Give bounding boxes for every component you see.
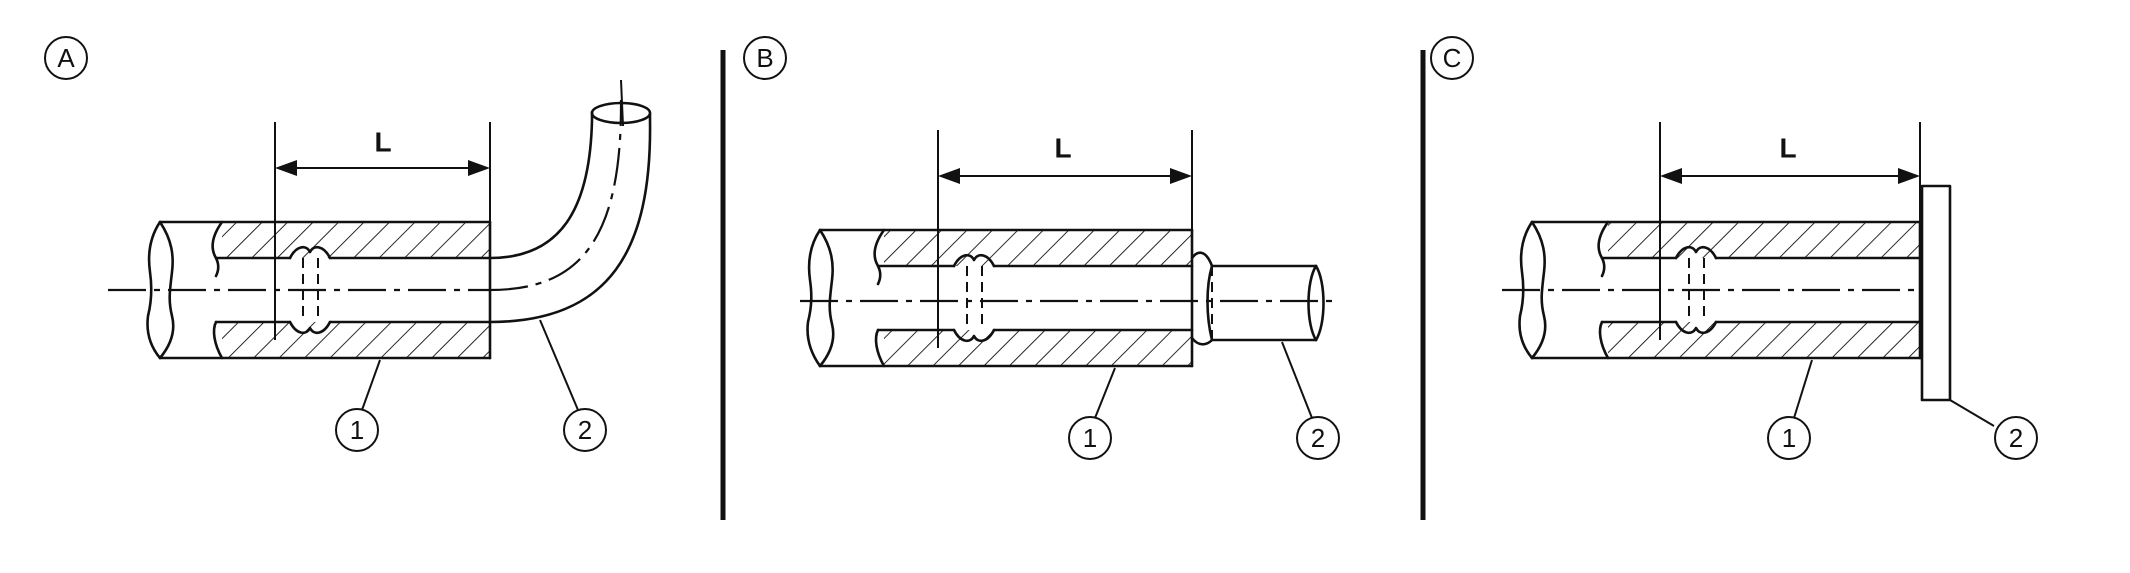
panel-a-bottom-wall xyxy=(222,322,490,358)
panel-c-bottom-wall xyxy=(1608,322,1920,358)
panel-a-callout-1: 1 xyxy=(350,415,364,445)
panel-a-top-wall xyxy=(222,222,490,258)
panel-a-callout-1-circle xyxy=(335,408,379,452)
panel-a-label-circle xyxy=(44,36,88,80)
panel-c-callout-1-circle xyxy=(1767,416,1811,460)
panel-a-label: A xyxy=(57,43,75,73)
panel-b-callout-2-circle xyxy=(1296,416,1340,460)
panel-b-top-wall xyxy=(884,230,1192,266)
panel-b-label-circle xyxy=(743,36,787,80)
panel-c-callout-2: 2 xyxy=(2009,423,2023,453)
panel-b: B L 1 2 xyxy=(743,36,1340,460)
panel-c: C L 1 2 xyxy=(1430,36,2038,460)
panel-b-bottom-wall xyxy=(884,330,1192,366)
panel-b-callout-1-circle xyxy=(1068,416,1112,460)
panel-b-inserted-rod xyxy=(1190,251,1214,268)
panel-a-bent-hose xyxy=(488,110,594,260)
panel-a-callout-2-circle xyxy=(563,408,607,452)
panel-a: A L xyxy=(44,36,652,452)
panel-a-callout-2: 2 xyxy=(578,415,592,445)
panel-b-callout-1: 1 xyxy=(1083,423,1097,453)
panel-b-dimension-label: L xyxy=(1054,133,1071,164)
panel-c-end-plate xyxy=(1920,184,1952,402)
panel-c-top-wall xyxy=(1608,222,1920,258)
panel-c-label: C xyxy=(1443,43,1462,73)
panel-c-callout-2-circle xyxy=(1994,416,2038,460)
panel-b-callout-2: 2 xyxy=(1311,423,1325,453)
panel-a-dimension-label: L xyxy=(374,127,391,158)
panel-c-callout-1: 1 xyxy=(1782,423,1796,453)
panel-c-dimension-label: L xyxy=(1779,133,1796,164)
panel-b-label: B xyxy=(756,43,773,73)
panel-c-label-circle xyxy=(1430,36,1474,80)
